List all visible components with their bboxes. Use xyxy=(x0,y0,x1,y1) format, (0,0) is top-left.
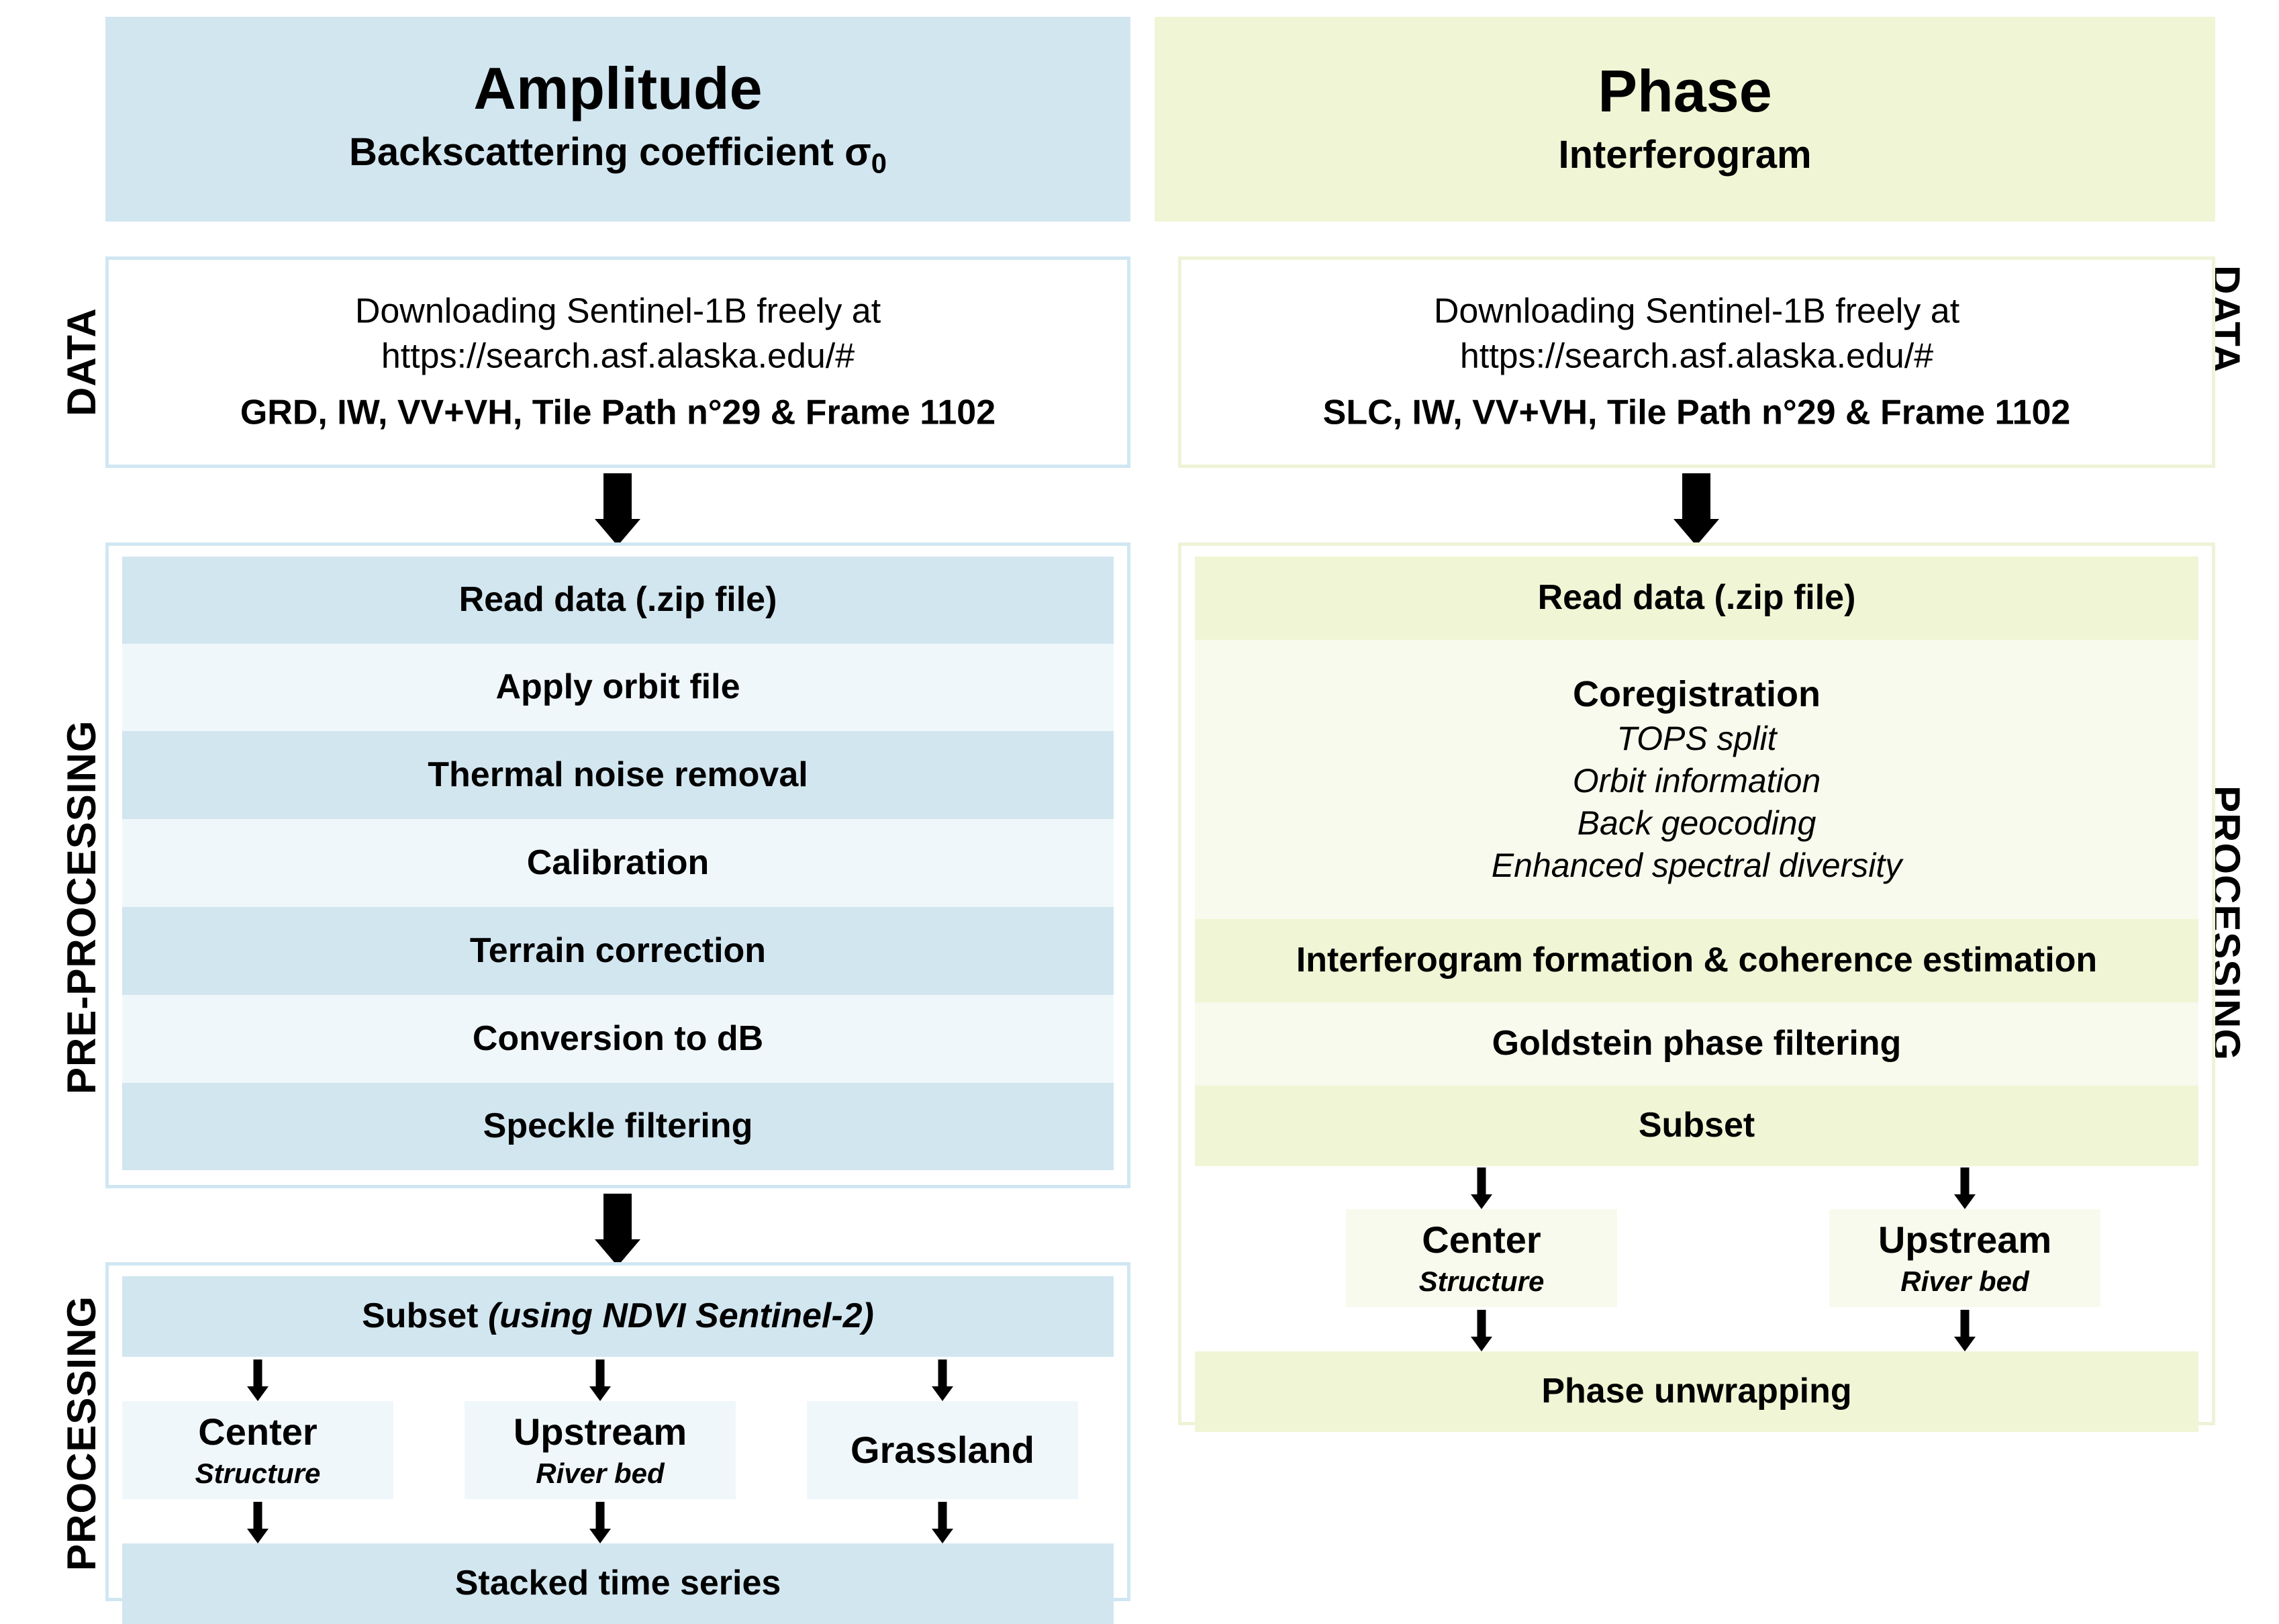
arrow-subset-to-upstream-left xyxy=(579,1359,622,1401)
phase-processing-panel: Read data (.zip file) Coregistration TOP… xyxy=(1178,542,2215,1432)
phase-header: Phase Interferogram xyxy=(1155,17,2215,222)
phase-subtitle: Interferogram xyxy=(1558,132,1812,177)
target-box-upstream-phase: Upstream River bed xyxy=(1829,1209,2100,1307)
amplitude-subtitle-text: Backscattering coefficient σ xyxy=(348,130,871,175)
amplitude-preprocessing-rows: Read data (.zip file) Apply orbit file T… xyxy=(122,557,1114,1170)
arrow-subset-to-grassland-left xyxy=(921,1359,964,1401)
amplitude-title: Amplitude xyxy=(473,54,763,122)
step-read-data: Read data (.zip file) xyxy=(122,557,1114,644)
rail-label-data-left: DATA xyxy=(59,307,104,416)
target-grassland-title: Grassland xyxy=(851,1429,1034,1472)
arrow-center-to-unwrapping xyxy=(1460,1310,1503,1351)
phase-data-line2: https://search.asf.alaska.edu/# xyxy=(1459,336,1934,376)
phase-step-goldstein-filtering: Goldstein phase filtering xyxy=(1195,1002,2198,1086)
amplitude-subtitle: Backscattering coefficient σ0 xyxy=(349,129,887,181)
target-upstream-title: Upstream xyxy=(513,1411,687,1453)
phase-output-label: Phase unwrapping xyxy=(1541,1372,1852,1411)
amplitude-data-line2: https://search.asf.alaska.edu/# xyxy=(381,336,855,376)
coregistration-item-orbit-information: Orbit information xyxy=(1572,761,1821,800)
arrow-center-to-stacked xyxy=(236,1502,279,1543)
phase-step-interferogram-formation: Interferogram formation & coherence esti… xyxy=(1195,919,2198,1002)
phase-step-subset: Subset xyxy=(1195,1086,2198,1166)
coregistration-item-spectral-diversity: Enhanced spectral diversity xyxy=(1491,846,1902,884)
target-box-center-phase: Center Structure xyxy=(1346,1209,1617,1307)
coregistration-title: Coregistration xyxy=(1572,674,1821,715)
rail-label-processing-left: PROCESSING xyxy=(59,1295,104,1571)
amplitude-output-label: Stacked time series xyxy=(454,1564,781,1603)
target-box-grassland-amplitude: Grassland xyxy=(807,1401,1078,1499)
target-box-upstream-amplitude: Upstream River bed xyxy=(465,1401,736,1499)
phase-target-center-note: Structure xyxy=(1418,1265,1545,1297)
amplitude-processing-panel: Subset (using NDVI Sentinel-2) Center St… xyxy=(105,1262,1130,1624)
step-terrain-correction: Terrain correction xyxy=(122,907,1114,995)
phase-title: Phase xyxy=(1598,57,1772,124)
phase-target-center-title: Center xyxy=(1422,1219,1541,1261)
amplitude-data-line3: GRD, IW, VV+VH, Tile Path n°29 & Frame 1… xyxy=(240,393,996,432)
amplitude-preprocessing-panel: Read data (.zip file) Apply orbit file T… xyxy=(105,542,1130,1188)
phase-step-read-data: Read data (.zip file) xyxy=(1195,557,2198,640)
phase-data-panel: Downloading Sentinel-1B freely at https:… xyxy=(1178,256,2215,468)
arrow-grassland-to-stacked xyxy=(921,1502,964,1543)
phase-target-upstream-note: River bed xyxy=(1900,1265,2029,1297)
coregistration-item-tops-split: TOPS split xyxy=(1616,719,1777,757)
target-box-center-amplitude: Center Structure xyxy=(122,1401,393,1499)
arrow-subset-to-center-right xyxy=(1460,1167,1503,1209)
target-upstream-note: River bed xyxy=(536,1457,665,1489)
arrow-upstream-to-stacked xyxy=(579,1502,622,1543)
amplitude-output-row: Stacked time series xyxy=(122,1543,1114,1624)
step-thermal-noise-removal: Thermal noise removal xyxy=(122,731,1114,819)
target-center-title: Center xyxy=(198,1411,318,1453)
amplitude-subset-row: Subset (using NDVI Sentinel-2) xyxy=(122,1276,1114,1357)
phase-step-coregistration: Coregistration TOPS split Orbit informat… xyxy=(1195,640,2198,919)
phase-data-line3: SLC, IW, VV+VH, Tile Path n°29 & Frame 1… xyxy=(1322,393,2071,432)
step-conversion-to-db: Conversion to dB xyxy=(122,995,1114,1083)
amplitude-data-line1: Downloading Sentinel-1B freely at xyxy=(354,291,881,331)
arrow-upstream-to-unwrapping xyxy=(1943,1310,1986,1351)
amplitude-header: Amplitude Backscattering coefficient σ0 xyxy=(105,17,1130,222)
step-apply-orbit-file: Apply orbit file xyxy=(122,644,1114,731)
amplitude-data-panel: Downloading Sentinel-1B freely at https:… xyxy=(105,256,1130,468)
amplitude-data-text: Downloading Sentinel-1B freely at https:… xyxy=(109,289,1127,436)
sigma-subscript: 0 xyxy=(871,147,887,179)
rail-label-preprocessing-left: PRE-PROCESSING xyxy=(59,720,104,1094)
phase-output-row: Phase unwrapping xyxy=(1195,1351,2198,1432)
phase-data-text: Downloading Sentinel-1B freely at https:… xyxy=(1181,289,2212,436)
amplitude-subset-note: (using NDVI Sentinel-2) xyxy=(487,1296,874,1336)
arrow-subset-to-center-left xyxy=(236,1359,279,1401)
arrow-subset-to-upstream-right xyxy=(1943,1167,1986,1209)
coregistration-item-back-geocoding: Back geocoding xyxy=(1577,804,1816,842)
amplitude-subset-label: Subset xyxy=(362,1296,479,1336)
phase-target-upstream-title: Upstream xyxy=(1878,1219,2052,1261)
target-center-note: Structure xyxy=(195,1457,321,1489)
step-speckle-filtering: Speckle filtering xyxy=(122,1083,1114,1170)
step-calibration: Calibration xyxy=(122,819,1114,907)
phase-data-line1: Downloading Sentinel-1B freely at xyxy=(1433,291,1960,331)
